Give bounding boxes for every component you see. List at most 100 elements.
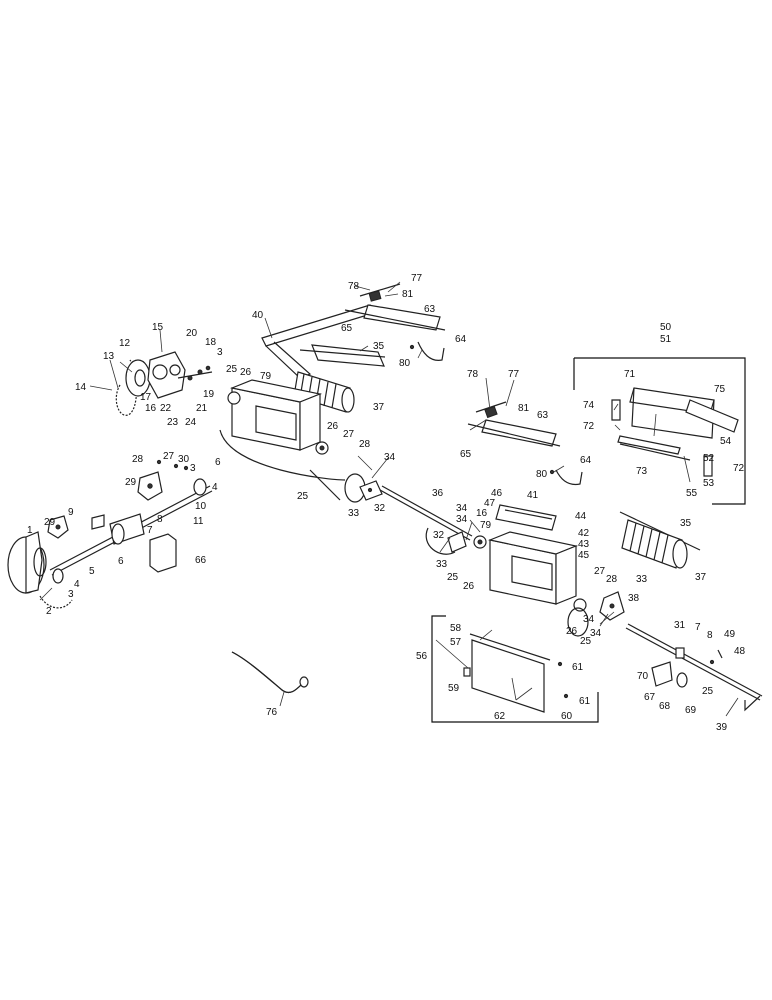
label-77b: 77 xyxy=(508,369,520,380)
label-71: 71 xyxy=(624,369,636,380)
label-27c: 27 xyxy=(594,566,606,577)
label-28: 28 xyxy=(359,439,371,450)
label-72: 72 xyxy=(583,421,595,432)
label-65b: 65 xyxy=(460,449,472,460)
label-25: 25 xyxy=(226,364,238,375)
label-35: 35 xyxy=(373,341,385,352)
label-4: 4 xyxy=(212,482,218,493)
label-34: 34 xyxy=(384,452,396,463)
label-6b: 6 xyxy=(118,556,124,567)
label-33c: 33 xyxy=(636,574,648,585)
label-34e: 34 xyxy=(590,628,602,639)
label-72b: 72 xyxy=(733,463,745,474)
label-60: 60 xyxy=(561,711,573,722)
label-21: 21 xyxy=(196,403,208,414)
label-27: 27 xyxy=(343,429,355,440)
leader-lines xyxy=(39,281,739,717)
label-54: 54 xyxy=(720,436,732,447)
label-25b: 25 xyxy=(297,491,309,502)
label-81: 81 xyxy=(402,289,414,300)
label-16b: 16 xyxy=(476,508,488,519)
label-26: 26 xyxy=(240,367,252,378)
label-74: 74 xyxy=(583,400,595,411)
label-58: 58 xyxy=(450,623,462,634)
label-29: 29 xyxy=(125,477,137,488)
label-52: 52 xyxy=(703,453,715,464)
label-59: 59 xyxy=(448,683,460,694)
label-8: 8 xyxy=(157,514,163,525)
part-labels: 77 78 81 63 65 64 80 40 35 37 15 20 12 1… xyxy=(27,273,746,733)
label-32: 32 xyxy=(374,503,386,514)
boxed-subassembly-56 xyxy=(431,615,599,723)
label-76: 76 xyxy=(266,707,278,718)
drive-assembly-left xyxy=(7,459,213,609)
label-7b: 7 xyxy=(695,622,701,633)
label-79: 79 xyxy=(260,371,272,382)
center-shaft xyxy=(359,480,473,555)
label-45: 45 xyxy=(578,550,590,561)
label-10: 10 xyxy=(195,501,207,512)
label-32b: 32 xyxy=(433,530,445,541)
label-44: 44 xyxy=(575,511,587,522)
label-9: 9 xyxy=(68,507,74,518)
label-26d: 26 xyxy=(566,626,578,637)
label-47: 47 xyxy=(484,498,496,509)
label-34d: 34 xyxy=(583,614,595,625)
label-64b: 64 xyxy=(580,455,592,466)
label-3c: 3 xyxy=(68,589,74,600)
label-18: 18 xyxy=(205,337,217,348)
label-80b: 80 xyxy=(536,469,548,480)
crank-shaft-assembly xyxy=(625,623,763,712)
label-20: 20 xyxy=(186,328,198,339)
label-50: 50 xyxy=(660,322,672,333)
label-39: 39 xyxy=(716,722,728,733)
label-61b: 61 xyxy=(579,696,591,707)
label-78b: 78 xyxy=(467,369,479,380)
label-40: 40 xyxy=(252,310,264,321)
hopper-box-left xyxy=(219,379,366,503)
label-17: 17 xyxy=(140,392,152,403)
label-29b: 29 xyxy=(44,517,56,528)
label-38: 38 xyxy=(628,593,640,604)
label-75: 75 xyxy=(714,384,726,395)
label-16: 16 xyxy=(145,403,157,414)
label-67: 67 xyxy=(644,692,656,703)
label-80: 80 xyxy=(399,358,411,369)
label-70: 70 xyxy=(637,671,649,682)
label-81b: 81 xyxy=(518,403,530,414)
label-49: 49 xyxy=(724,629,736,640)
label-3b: 3 xyxy=(190,463,196,474)
label-19: 19 xyxy=(203,389,215,400)
label-61: 61 xyxy=(572,662,584,673)
hopper-box-right xyxy=(473,504,625,637)
hose-76 xyxy=(231,651,309,694)
middle-blade-assembly xyxy=(467,401,583,486)
label-25d: 25 xyxy=(580,636,592,647)
label-42: 42 xyxy=(578,528,590,539)
label-33: 33 xyxy=(348,508,360,519)
label-25e: 25 xyxy=(702,686,714,697)
label-41: 41 xyxy=(527,490,539,501)
label-79b: 79 xyxy=(480,520,492,531)
label-64: 64 xyxy=(455,334,467,345)
label-28c: 28 xyxy=(606,574,618,585)
label-73: 73 xyxy=(636,466,648,477)
label-55: 55 xyxy=(686,488,698,499)
label-26c: 26 xyxy=(463,581,475,592)
label-48: 48 xyxy=(734,646,746,657)
label-68: 68 xyxy=(659,701,671,712)
label-30: 30 xyxy=(178,454,190,465)
label-56: 56 xyxy=(416,651,428,662)
label-62: 62 xyxy=(494,711,506,722)
label-7: 7 xyxy=(147,525,153,536)
label-6: 6 xyxy=(215,457,221,468)
label-26b: 26 xyxy=(327,421,339,432)
label-33b: 33 xyxy=(436,559,448,570)
label-27b: 27 xyxy=(163,451,175,462)
label-1: 1 xyxy=(27,525,33,536)
label-57: 57 xyxy=(450,637,462,648)
label-51: 51 xyxy=(660,334,672,345)
label-63b: 63 xyxy=(537,410,549,421)
label-66: 66 xyxy=(195,555,207,566)
